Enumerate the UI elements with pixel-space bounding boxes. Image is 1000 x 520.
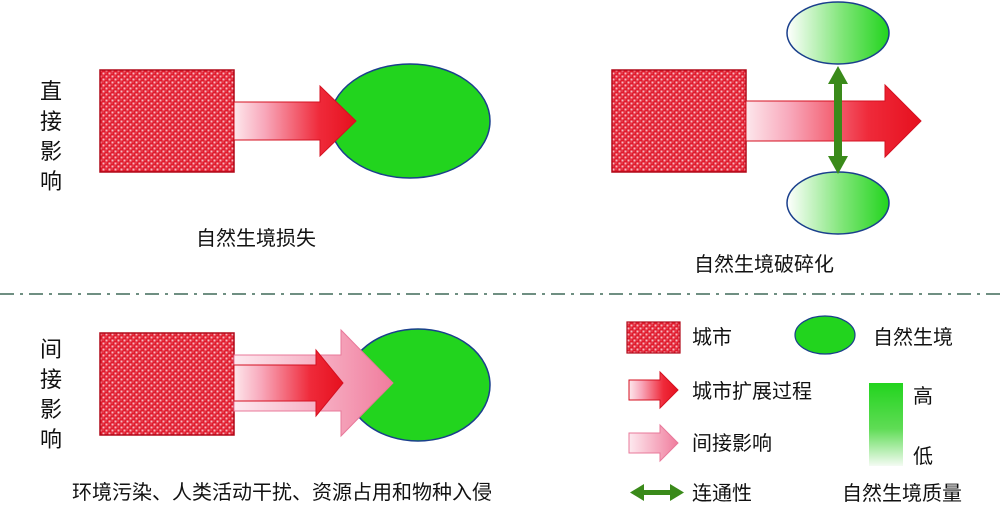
legend-city-swatch xyxy=(626,321,681,354)
city-block-indirect xyxy=(99,332,235,436)
legend-expansion-label: 城市扩展过程 xyxy=(692,379,812,403)
expansion-arrow-direct xyxy=(233,84,357,158)
legend-indirect-arrow xyxy=(628,423,679,463)
quality-legend-title: 自然生境质量 xyxy=(842,481,962,505)
legend-habitat-swatch xyxy=(794,315,856,355)
legend-habitat-label: 自然生境 xyxy=(873,325,953,349)
legend-expansion-arrow xyxy=(628,370,679,410)
legend-connectivity-arrow xyxy=(630,484,684,501)
habitat-fragmentation-caption: 自然生境破碎化 xyxy=(694,252,834,276)
expansion-arrow-indirect xyxy=(233,348,344,418)
city-block-direct xyxy=(99,69,235,173)
legend-connectivity-label: 连通性 xyxy=(692,481,752,505)
habitat-ellipse-top xyxy=(786,1,890,65)
legend-indirect-label: 间接影响 xyxy=(692,431,772,455)
legend-city-label: 城市 xyxy=(692,325,732,349)
quality-high-label: 高 xyxy=(913,384,933,408)
indirect-impact-side-label: 间接影响 xyxy=(39,338,62,453)
indirect-impact-caption: 环境污染、人类活动干扰、资源占用和物种入侵 xyxy=(72,480,492,504)
habitat-quality-gradient-bar xyxy=(869,383,903,466)
quality-low-label: 低 xyxy=(913,444,933,468)
direct-impact-side-label: 直接影响 xyxy=(39,80,62,195)
connectivity-arrow-vertical xyxy=(828,66,848,174)
expansion-arrow-fragmentation xyxy=(745,83,922,159)
city-block-fragmentation xyxy=(611,69,747,173)
habitat-loss-caption: 自然生境损失 xyxy=(196,226,316,250)
habitat-ellipse-bottom xyxy=(786,171,890,235)
